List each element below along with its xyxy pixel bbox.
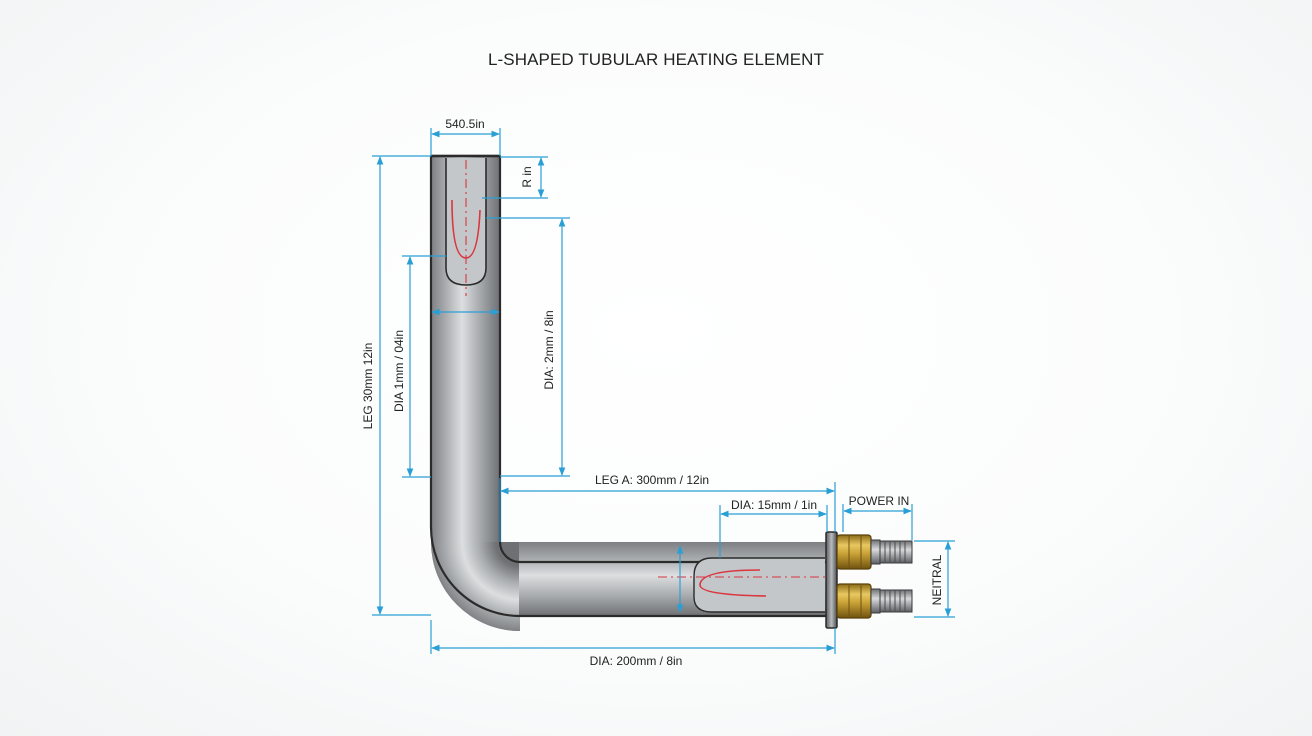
dimension-lines	[372, 128, 955, 654]
label-vertical-dia: DIA: 2mm / 8in	[542, 310, 556, 389]
threaded-terminal-icon	[836, 583, 913, 619]
label-inner-dia: DIA 1mm / 04in	[392, 330, 406, 412]
label-neutral: NEITRAL	[930, 554, 944, 605]
label-terminal-dia: DIA: 15mm / 1in	[731, 498, 817, 512]
label-leg-a: LEG A: 300mm / 12in	[595, 473, 709, 487]
label-bottom-dia: DIA: 200mm / 8in	[590, 654, 683, 668]
dimension-labels: 540.5in R in LEG 30mm 12in DIA 1mm / 04i…	[361, 117, 944, 668]
terminal-flange	[825, 531, 838, 629]
right-cutaway	[693, 557, 825, 613]
tube-body	[429, 154, 835, 631]
tube-bend-inner	[500, 542, 520, 562]
terminal-assembly	[825, 531, 913, 629]
diagram-title: L-SHAPED TUBULAR HEATING ELEMENT	[487, 50, 825, 69]
threaded-terminal-icon	[836, 534, 913, 570]
right-heating-coil	[699, 569, 767, 597]
label-top-width: 540.5in	[445, 117, 484, 131]
label-end-radius: R in	[520, 166, 534, 187]
label-overall-leg: LEG 30mm 12in	[361, 343, 375, 430]
label-power-in: POWER IN	[849, 494, 910, 508]
